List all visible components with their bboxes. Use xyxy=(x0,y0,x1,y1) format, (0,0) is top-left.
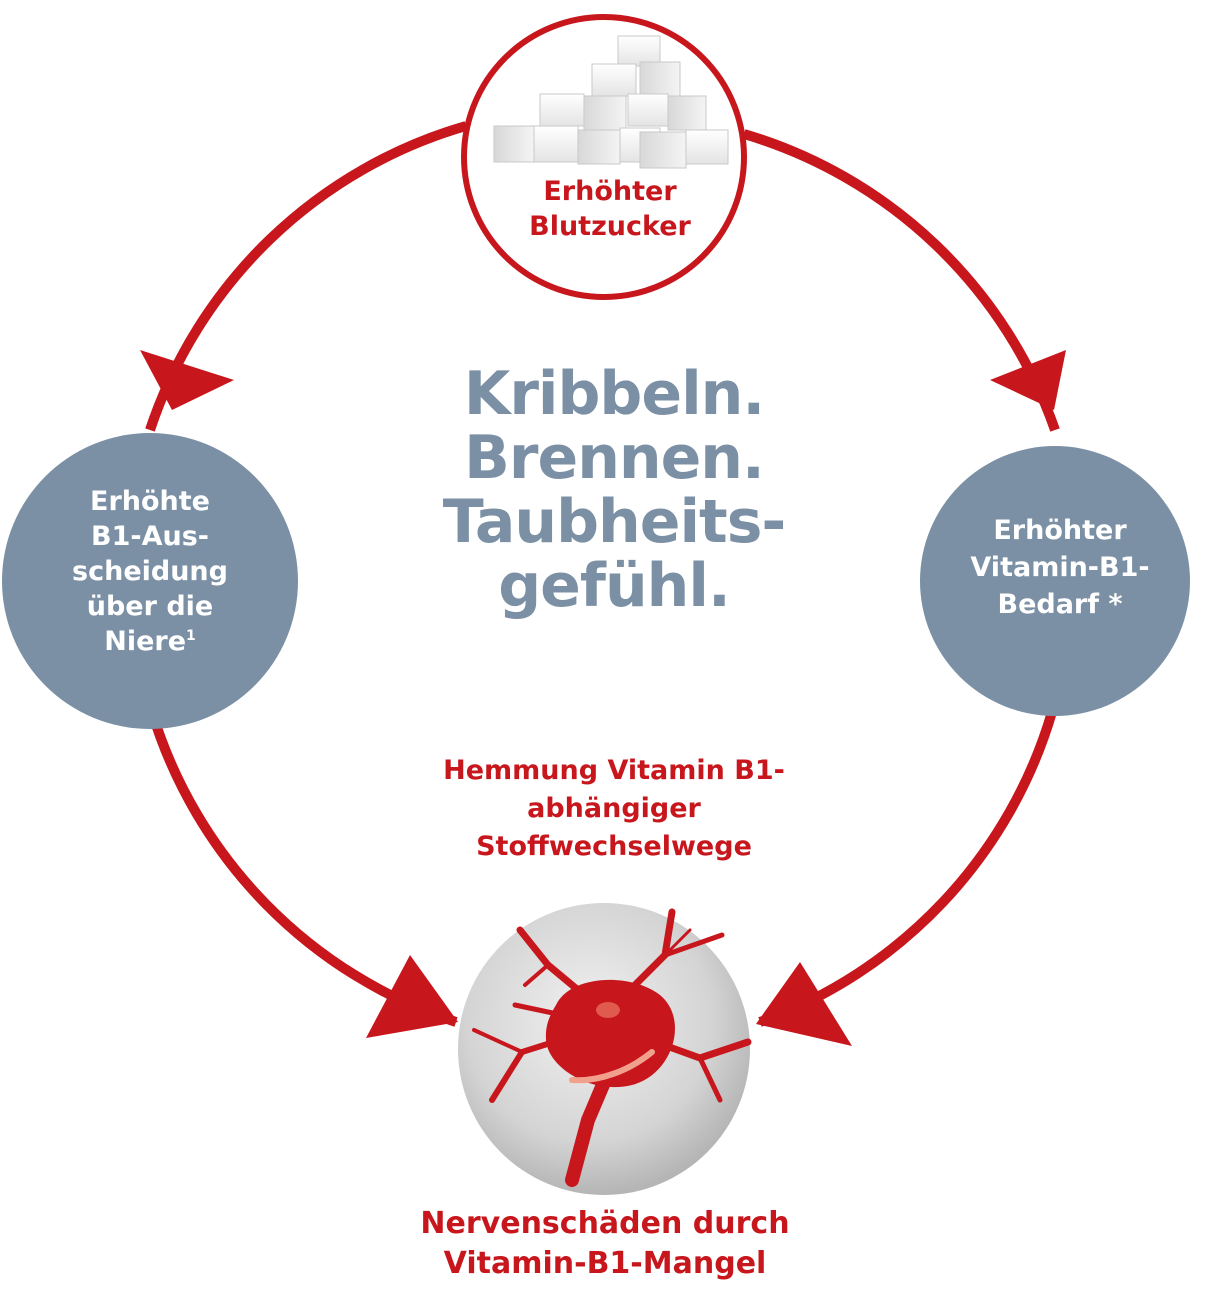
node-right-line-3: Bedarf * xyxy=(997,589,1123,620)
node-top-line-2: Blutzucker xyxy=(529,211,691,242)
center-symptoms-text: Kribbeln. Brennen. Taubheits- gefühl. xyxy=(404,362,824,618)
node-right-circle xyxy=(920,446,1190,716)
nerve-cell-icon xyxy=(472,908,752,1187)
node-middle-line-3: Stoffwechselwege xyxy=(476,831,752,862)
node-left-line-1: Erhöhte xyxy=(90,486,210,517)
node-middle-line-2: abhängiger xyxy=(527,793,701,824)
node-left-line-5-text: Niere xyxy=(104,626,187,657)
arrowhead-right-upper xyxy=(990,350,1066,410)
center-line-3: Taubheits- xyxy=(442,487,787,557)
sugar-cubes-icon xyxy=(493,35,729,169)
node-bottom-label: Nervenschäden durch Vitamin-B1-Mangel xyxy=(360,1204,850,1284)
footnote-marker: 1 xyxy=(186,628,196,644)
arrowhead-left-upper xyxy=(140,350,234,410)
node-left-line-5: Niere1 xyxy=(16,624,284,659)
node-middle-line-1: Hemmung Vitamin B1- xyxy=(443,755,785,786)
node-bottom-line-1: Nervenschäden durch xyxy=(420,1206,790,1241)
node-top-label: Erhöhter Blutzucker xyxy=(480,174,740,244)
arrowhead-left-lower xyxy=(366,955,458,1038)
center-line-2: Brennen. xyxy=(464,423,765,493)
node-middle-label: Hemmung Vitamin B1- abhängiger Stoffwech… xyxy=(380,752,848,866)
node-right-line-1: Erhöhter xyxy=(993,515,1127,546)
node-bottom-line-2: Vitamin-B1-Mangel xyxy=(443,1246,767,1281)
node-left-line-4: über die xyxy=(86,591,214,622)
center-line-4: gefühl. xyxy=(498,551,731,621)
node-left-label: Erhöhte B1-Aus- scheidung über die Niere… xyxy=(16,484,284,659)
node-left-line-2: B1-Aus- xyxy=(91,521,209,552)
center-line-1: Kribbeln. xyxy=(463,359,765,429)
node-top-line-1: Erhöhter xyxy=(543,176,677,207)
node-right-label: Erhöhter Vitamin-B1- Bedarf * xyxy=(930,512,1190,623)
node-right-line-2: Vitamin-B1- xyxy=(970,552,1150,583)
node-left-line-3: scheidung xyxy=(72,556,228,587)
arrowhead-right-lower xyxy=(756,962,852,1046)
node-left-circle xyxy=(2,433,298,729)
